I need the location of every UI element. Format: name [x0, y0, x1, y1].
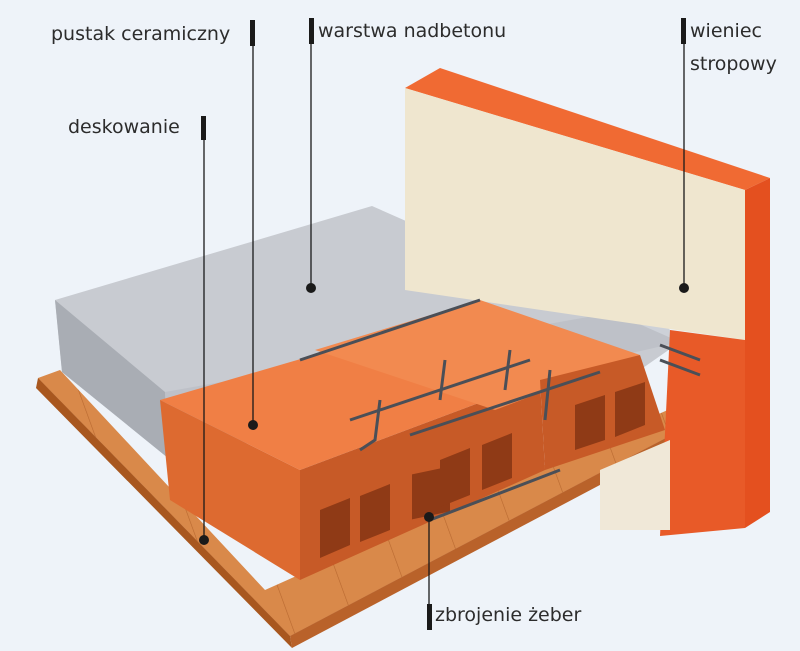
dot-nadbeton: [306, 283, 316, 293]
leader-dots: [199, 283, 689, 545]
label-warstwa-nadbetonu: warstwa nadbetonu: [318, 20, 507, 42]
label-stropowy: stropowy: [690, 53, 777, 75]
dot-deskowanie: [199, 535, 209, 545]
label-wieniec: wieniec: [690, 20, 762, 42]
dot-zbrojenie: [424, 512, 434, 522]
label-zbrojenie-zeber: zbrojenie żeber: [435, 604, 582, 626]
ring-beam-wall: [405, 68, 770, 536]
label-ticks: [201, 18, 686, 630]
dot-pustak: [248, 420, 258, 430]
ceramic-blocks: [160, 300, 665, 580]
label-pustak-ceramiczny: pustak ceramiczny: [51, 23, 231, 45]
label-deskowanie: deskowanie: [68, 116, 180, 138]
rib-reinforcement: [299, 298, 701, 522]
dot-wieniec: [679, 283, 689, 293]
formwork-boards: [36, 370, 700, 648]
